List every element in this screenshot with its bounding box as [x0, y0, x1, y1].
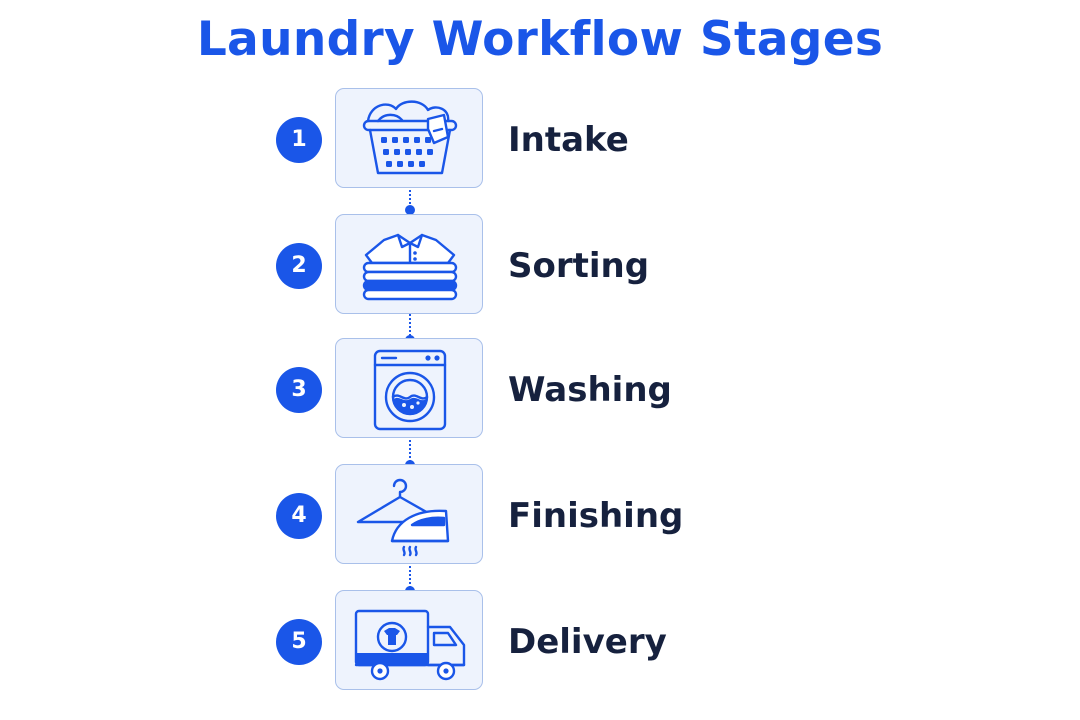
stage-intake: 1 [0, 88, 1080, 192]
stage-sorting: 2 Sorting [0, 214, 1080, 318]
stage-label-sorting: Sorting [508, 246, 650, 286]
connector-2-3 [409, 314, 413, 340]
stage-label-delivery: Delivery [508, 622, 667, 662]
stage-label-finishing: Finishing [508, 496, 684, 536]
icon-box-sorting [335, 214, 483, 314]
step-badge-3: 3 [276, 367, 322, 413]
stage-finishing: 4 Finishing [0, 464, 1080, 568]
icon-box-washing [335, 338, 483, 438]
icon-box-intake [335, 88, 483, 188]
connector-3-4 [409, 440, 413, 466]
connector-4-5 [409, 566, 413, 592]
step-badge-1: 1 [276, 117, 322, 163]
stage-delivery: 5 [0, 590, 1080, 694]
icon-box-delivery [335, 590, 483, 690]
icon-box-finishing [335, 464, 483, 564]
connector-1-2 [409, 190, 413, 216]
step-badge-2: 2 [276, 243, 322, 289]
page-title: Laundry Workflow Stages [196, 12, 884, 67]
step-badge-5: 5 [276, 619, 322, 665]
stage-label-washing: Washing [508, 370, 672, 410]
stage-washing: 3 [0, 338, 1080, 442]
connector-dot-1 [405, 205, 415, 215]
stage-label-intake: Intake [508, 120, 629, 160]
step-badge-4: 4 [276, 493, 322, 539]
